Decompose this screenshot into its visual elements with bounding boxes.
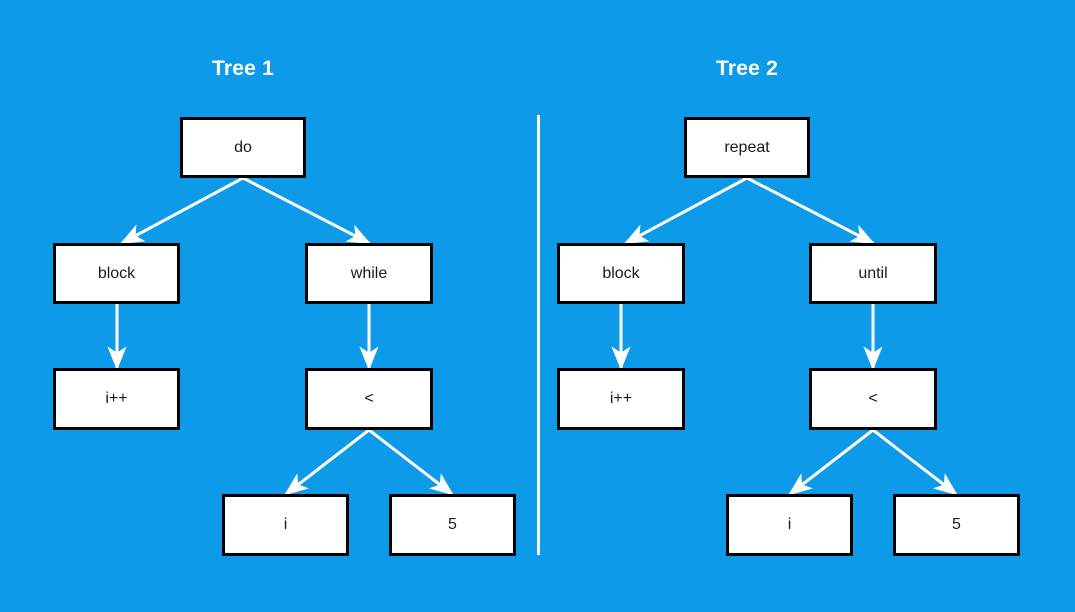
node-label: until [858, 264, 888, 282]
node-t1-while[interactable]: while [305, 243, 433, 304]
node-t2-i[interactable]: i [726, 494, 853, 556]
node-label: < [868, 390, 878, 407]
edge-t2-root-to-t2-until [746, 176, 876, 245]
node-t1-less[interactable]: < [305, 368, 433, 430]
node-label: < [364, 390, 374, 407]
tree-2-title: Tree 2 [716, 57, 778, 80]
node-label: do [234, 138, 252, 156]
node-t2-until[interactable]: until [809, 243, 937, 304]
edge-t1-less-to-t1-i [284, 428, 370, 496]
node-t1-i[interactable]: i [222, 494, 349, 556]
node-t2-root[interactable]: repeat [684, 117, 810, 178]
node-label: i++ [105, 390, 128, 407]
node-label: i [283, 516, 288, 533]
tree-1-title: Tree 1 [212, 57, 274, 80]
vertical-divider [537, 115, 540, 555]
edge-t2-less-to-t2-five [872, 428, 958, 496]
edge-t1-root-to-t1-block [119, 176, 244, 245]
node-t1-block[interactable]: block [53, 243, 180, 304]
edge-t1-root-to-t1-while [242, 176, 372, 245]
node-t2-five[interactable]: 5 [893, 494, 1020, 556]
node-t1-incr[interactable]: i++ [53, 368, 180, 430]
node-label: repeat [724, 138, 770, 156]
edge-t2-root-to-t2-block [623, 176, 748, 245]
node-t2-incr[interactable]: i++ [557, 368, 685, 430]
node-label: i [787, 516, 792, 533]
node-label: block [97, 264, 136, 282]
node-label: block [602, 264, 640, 282]
node-label: 5 [952, 516, 961, 533]
edge-t2-less-to-t2-i [788, 428, 874, 496]
node-t1-root[interactable]: do [180, 117, 306, 178]
node-t1-five[interactable]: 5 [389, 494, 516, 556]
node-t2-block[interactable]: block [557, 243, 685, 304]
node-label: 5 [448, 516, 457, 533]
edge-t1-less-to-t1-five [368, 428, 454, 496]
node-t2-less[interactable]: < [809, 368, 937, 430]
node-label: while [350, 264, 388, 282]
node-label: i++ [609, 390, 633, 407]
